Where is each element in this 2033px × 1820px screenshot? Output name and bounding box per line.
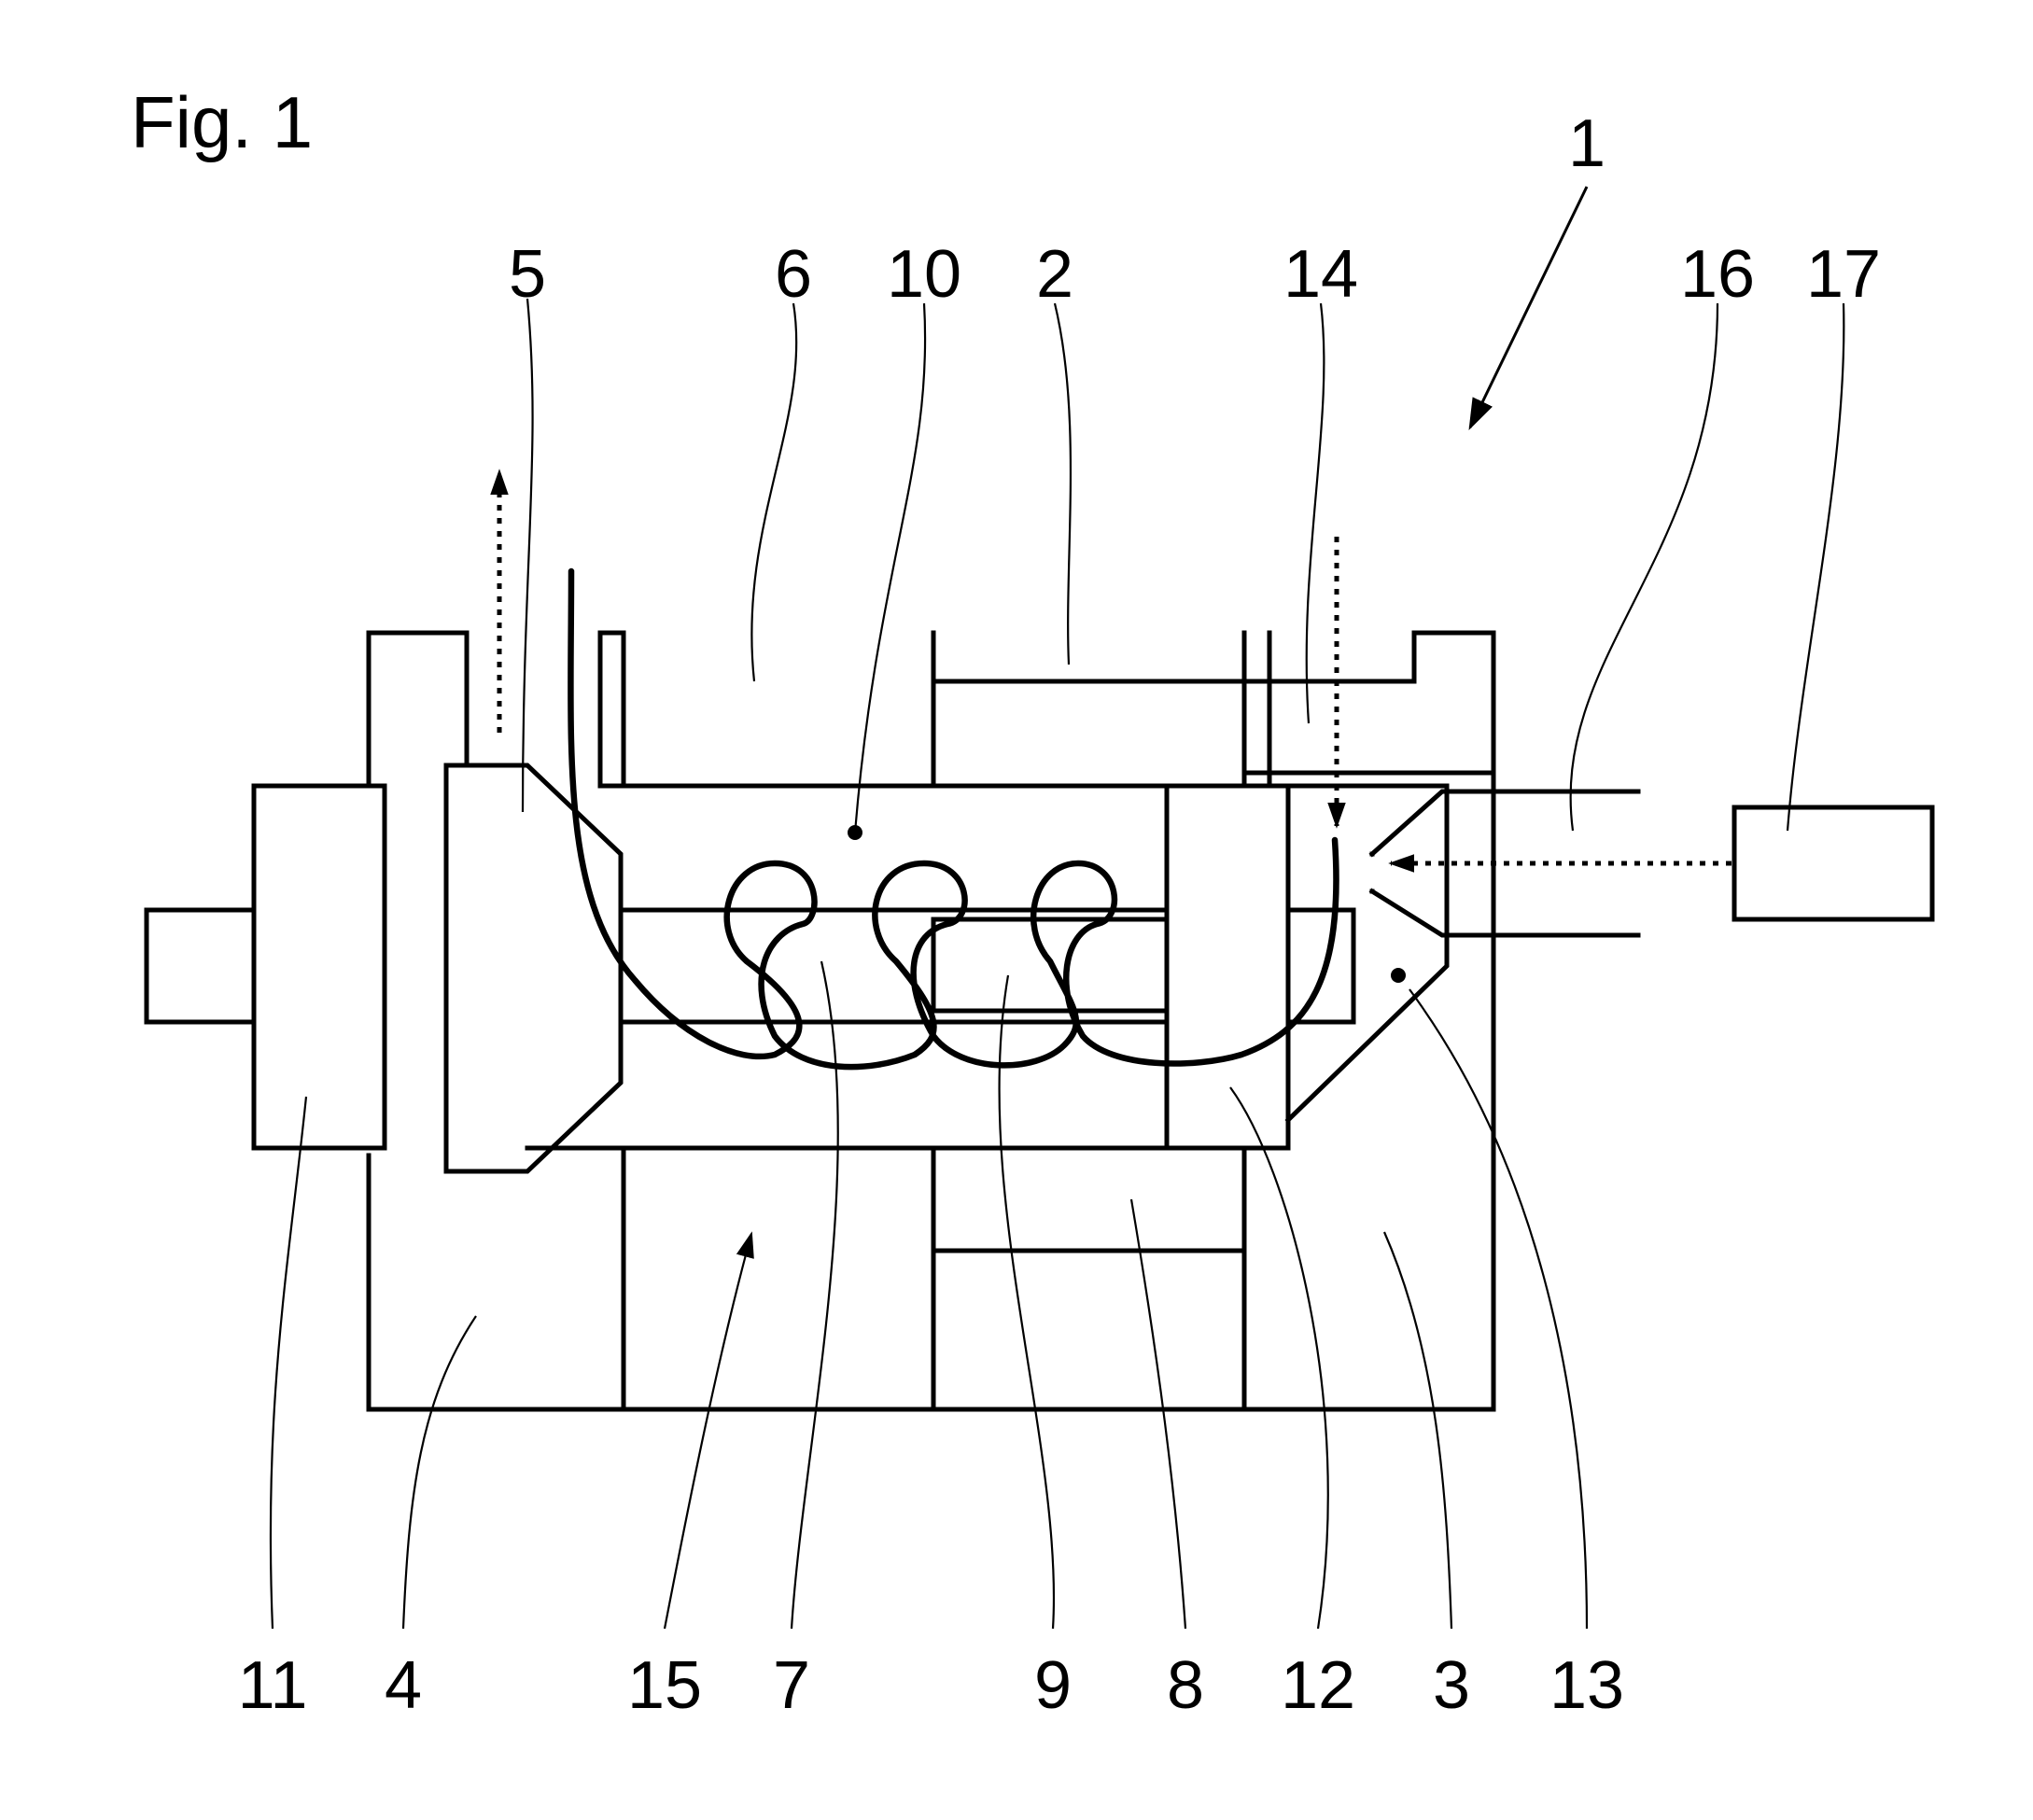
leader-8	[1129, 1198, 1187, 1630]
label-17: 17	[1806, 237, 1881, 312]
label-5: 5	[509, 237, 546, 312]
leader-11	[269, 1096, 308, 1630]
label-4: 4	[385, 1648, 422, 1723]
block-17	[1732, 805, 1935, 922]
label-1: 1	[1568, 106, 1605, 181]
label-11: 11	[238, 1648, 308, 1723]
label-8: 8	[1167, 1648, 1204, 1723]
label-13: 13	[1549, 1648, 1624, 1723]
leader-6	[750, 302, 798, 682]
housing-4-outline	[366, 630, 1496, 1412]
leader-2	[1053, 302, 1073, 665]
inlet-16	[1368, 789, 1641, 938]
coil-wire	[568, 567, 1339, 1071]
label-12: 12	[1281, 1648, 1355, 1723]
point-13	[1391, 968, 1406, 983]
leader-15	[663, 1231, 754, 1630]
leader-10	[853, 302, 927, 833]
label-6: 6	[775, 237, 812, 312]
leader-7	[790, 960, 839, 1630]
block-5	[443, 763, 624, 1174]
label-9: 9	[1034, 1648, 1072, 1723]
block-2	[931, 630, 1417, 789]
label-15: 15	[627, 1648, 702, 1723]
leader-3	[1382, 1231, 1453, 1630]
label-14: 14	[1283, 237, 1358, 312]
leader-17	[1786, 302, 1845, 832]
label-3: 3	[1433, 1648, 1470, 1723]
leader-14	[1305, 302, 1325, 724]
shaft-11	[144, 907, 257, 1025]
block-6	[597, 630, 936, 789]
leader-4	[401, 1315, 477, 1630]
chamber-10	[525, 783, 1291, 1151]
label-16: 16	[1680, 237, 1755, 312]
figure-title: Fig. 1	[131, 81, 314, 163]
leader-12	[1229, 1086, 1329, 1630]
leader-5	[521, 298, 534, 813]
label-2: 2	[1036, 237, 1073, 312]
block-14	[1241, 679, 1496, 789]
leader-1	[1468, 186, 1589, 431]
leader-16	[1569, 302, 1719, 832]
nozzle-13	[1284, 783, 1450, 1124]
label-7: 7	[773, 1648, 810, 1723]
block-11	[251, 783, 387, 1151]
leader-9	[998, 974, 1056, 1630]
label-10: 10	[887, 237, 961, 312]
leader-13	[1409, 988, 1589, 1630]
core-9	[931, 917, 1170, 1014]
